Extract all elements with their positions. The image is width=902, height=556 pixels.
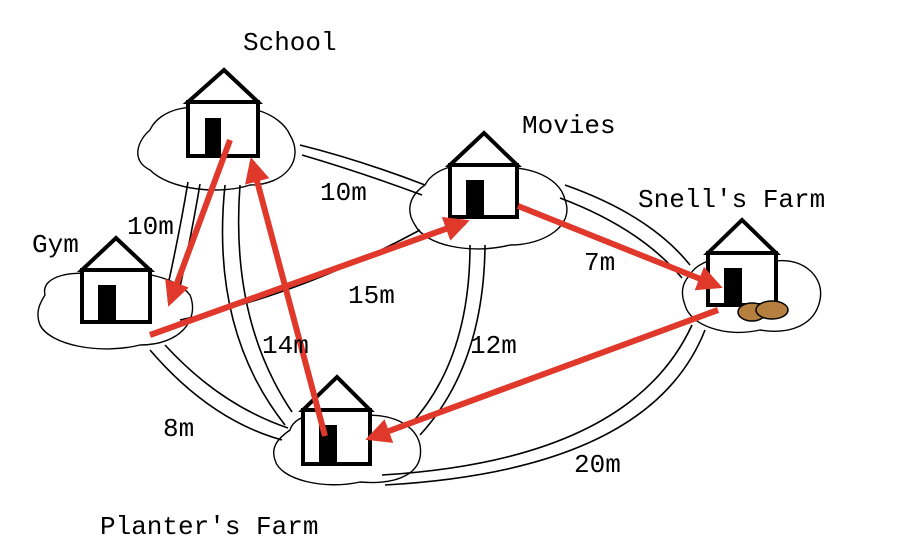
label-movies: Movies [522,111,616,141]
bridge-school-planters [221,184,293,426]
label-school: School [243,28,337,58]
movies-house-icon [444,130,522,219]
bridge-gym-planters [149,344,289,441]
label-planters-farm: Planter's Farm [100,512,318,542]
school-house-icon [182,67,264,158]
distance-school-gym: 10m [127,212,174,242]
distance-gym-planters: 8m [163,414,194,444]
arrow-gym-to-movies [148,216,470,338]
route-arrows [148,138,723,443]
distance-gym-movies: 15m [348,281,395,311]
gym-house-icon [76,235,156,324]
arrow-snells-to-planters [365,307,720,443]
label-gym: Gym [32,230,79,260]
distance-movies-planters: 12m [470,331,517,361]
distance-school-planters: 14m [262,331,309,361]
distance-school-movies: 10m [320,178,367,208]
log-pile-icon [737,300,789,322]
distance-planters-snells: 20m [574,450,621,480]
label-snells-farm: Snell's Farm [638,185,825,215]
distance-movies-snells: 7m [584,248,615,278]
arrow-movies-to-snells [516,203,723,291]
snells-farm-house-icon [703,217,781,307]
bridge-planters-snells [381,324,706,486]
arrow-planters-to-school [245,157,328,437]
bridge-school-movies [299,144,426,196]
arrow-school-to-gym [165,138,233,307]
